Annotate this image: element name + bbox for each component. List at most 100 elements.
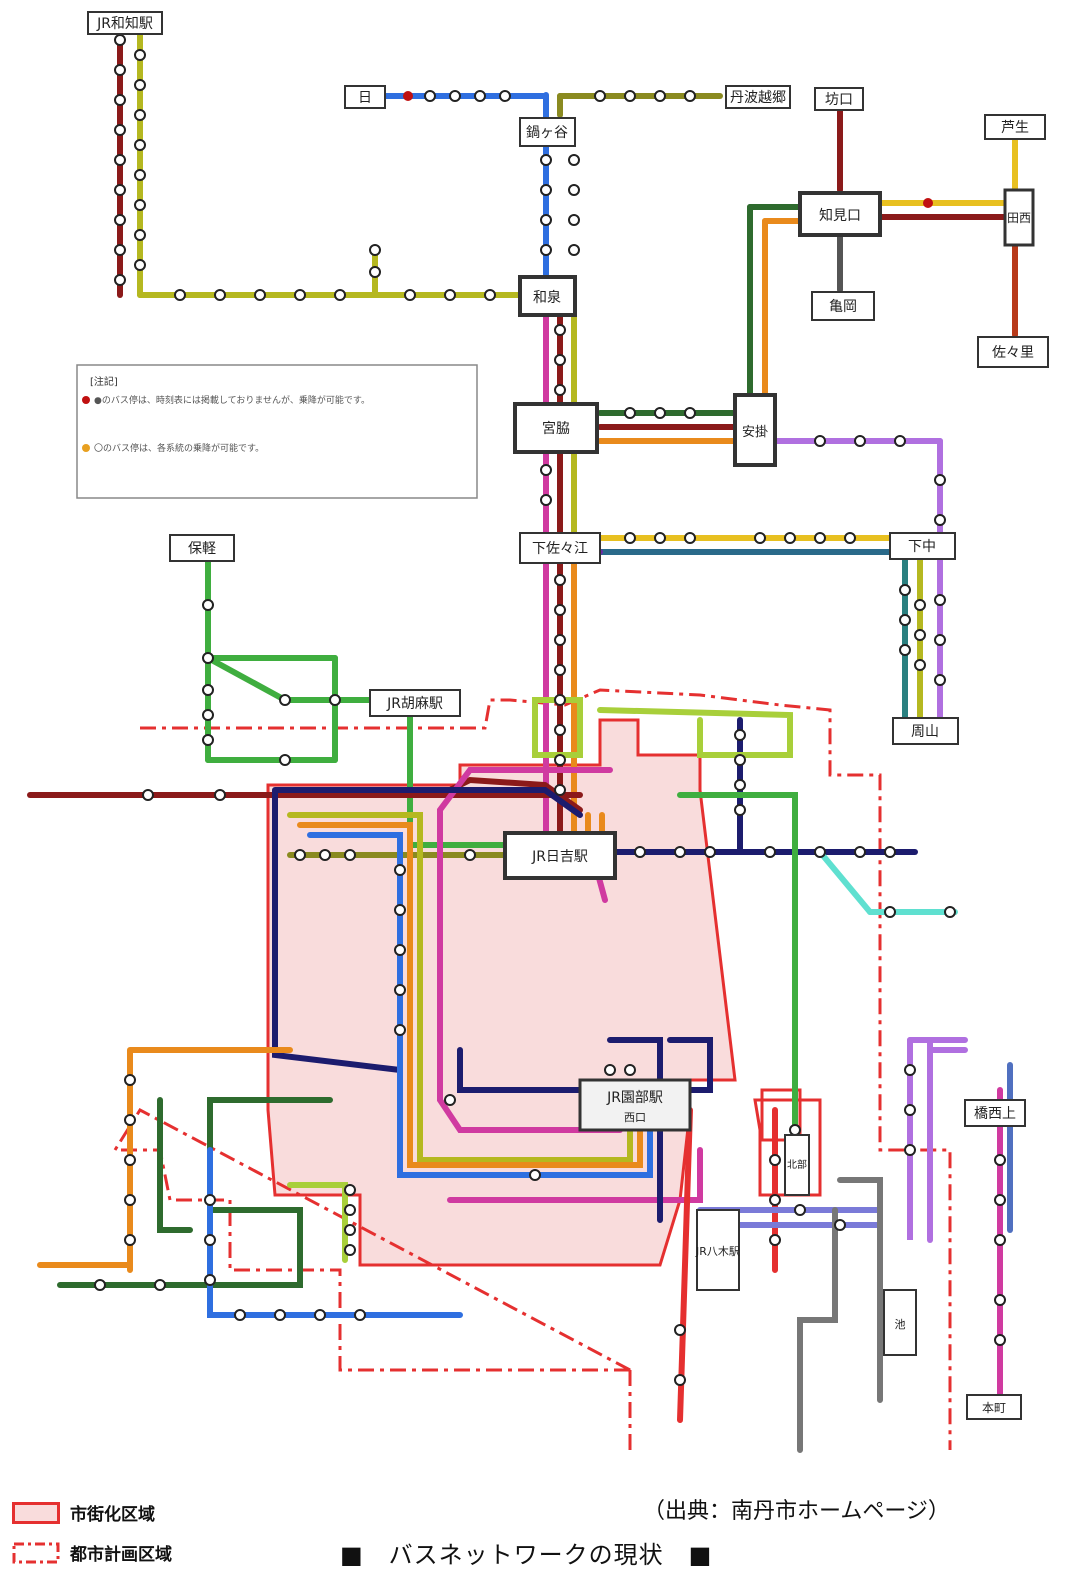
station-label: 橋西上 xyxy=(974,1106,1016,1122)
bus-stop xyxy=(555,695,565,705)
stop-marker-red xyxy=(403,91,413,101)
bus-stop xyxy=(625,1065,635,1075)
bus-stop xyxy=(215,790,225,800)
bus-stop xyxy=(203,600,213,610)
bus-stop xyxy=(785,533,795,543)
bus-stop xyxy=(541,245,551,255)
station-label: 安掛 xyxy=(742,425,768,440)
bus-stop xyxy=(115,125,125,135)
bus-stop xyxy=(625,408,635,418)
bus-stop xyxy=(115,95,125,105)
urbanization-swatch xyxy=(12,1502,60,1524)
bus-stop xyxy=(395,1025,405,1035)
bus-stop xyxy=(625,91,635,101)
bus-stop xyxy=(995,1235,1005,1245)
bus-stop xyxy=(135,140,145,150)
figure-caption: ■ バスネットワークの現状 ■ xyxy=(340,1535,712,1570)
bus-stop xyxy=(675,847,685,857)
station-label: 佐々里 xyxy=(992,345,1034,361)
bus-stop xyxy=(555,605,565,615)
bus-stop xyxy=(345,1205,355,1215)
bus-stop xyxy=(905,1145,915,1155)
bus-stop xyxy=(655,408,665,418)
bus-stop xyxy=(900,645,910,655)
bus-stop xyxy=(835,1220,845,1230)
bus-stop xyxy=(555,755,565,765)
bus-stop xyxy=(541,215,551,225)
legend-urbanization: 市街化区域 xyxy=(12,1500,155,1525)
bus-stop xyxy=(395,945,405,955)
station-label: 亀岡 xyxy=(829,299,857,315)
bus-stop xyxy=(995,1155,1005,1165)
bus-stop xyxy=(330,695,340,705)
bus-stop xyxy=(203,685,213,695)
bus-stop xyxy=(770,1155,780,1165)
bus-stop xyxy=(205,1275,215,1285)
bus-stop xyxy=(345,850,355,860)
bus-stop xyxy=(115,185,125,195)
bus-stop xyxy=(275,1310,285,1320)
bus-stop xyxy=(900,585,910,595)
bus-stop xyxy=(345,1185,355,1195)
bus-stop xyxy=(685,91,695,101)
bus-stop xyxy=(855,847,865,857)
bus-stop xyxy=(675,1325,685,1335)
bus-stop xyxy=(115,275,125,285)
bus-stop xyxy=(555,355,565,365)
bus-stop xyxy=(735,755,745,765)
bus-stop xyxy=(135,50,145,60)
note-box xyxy=(77,365,477,498)
bus-stop xyxy=(815,533,825,543)
bus-stop xyxy=(320,850,330,860)
bus-stop xyxy=(995,1195,1005,1205)
bus-stop xyxy=(655,533,665,543)
bus-stop xyxy=(755,533,765,543)
bus-stop xyxy=(135,80,145,90)
bus-stop xyxy=(143,790,153,800)
station-label: JR日吉駅 xyxy=(531,849,588,865)
bus-stop xyxy=(765,847,775,857)
bus-stop xyxy=(125,1115,135,1125)
bus-stop xyxy=(203,735,213,745)
bus-stop xyxy=(555,575,565,585)
bus-stop xyxy=(795,1205,805,1215)
bus-stop xyxy=(295,850,305,860)
bus-stop xyxy=(541,155,551,165)
bus-stop xyxy=(885,847,895,857)
bus-stop xyxy=(395,865,405,875)
bus-stop xyxy=(655,91,665,101)
bus-stop xyxy=(815,847,825,857)
bus-stop xyxy=(595,91,605,101)
stop-marker-red xyxy=(923,198,933,208)
bus-stop xyxy=(935,595,945,605)
bus-stop xyxy=(569,155,579,165)
bus-stop xyxy=(203,653,213,663)
bus-stop xyxy=(205,1195,215,1205)
bus-stop xyxy=(569,215,579,225)
bus-stop xyxy=(945,907,955,917)
station-label: 北部 xyxy=(787,1158,807,1171)
bus-stop xyxy=(280,695,290,705)
bus-stop xyxy=(135,230,145,240)
city-planning-swatch xyxy=(12,1542,60,1564)
bus-stop xyxy=(135,170,145,180)
bus-stop xyxy=(915,660,925,670)
bus-stop xyxy=(395,905,405,915)
bus-stop xyxy=(770,1235,780,1245)
bus-stop xyxy=(135,110,145,120)
bus-stop xyxy=(500,91,510,101)
bus-stop xyxy=(555,725,565,735)
note-yellow-dot xyxy=(82,444,90,452)
bus-stop xyxy=(735,780,745,790)
bus-stop xyxy=(235,1310,245,1320)
station-label: JR八木駅 xyxy=(695,1245,740,1258)
bus-stop xyxy=(115,245,125,255)
bus-stop xyxy=(115,155,125,165)
bus-stop xyxy=(541,465,551,475)
station-sublabel: 西口 xyxy=(624,1111,646,1124)
bus-stop xyxy=(115,35,125,45)
bus-stop xyxy=(125,1075,135,1085)
bus-stop xyxy=(541,495,551,505)
station-label: 宮脇 xyxy=(542,421,570,437)
station-label: 丹波越郷 xyxy=(730,90,786,106)
